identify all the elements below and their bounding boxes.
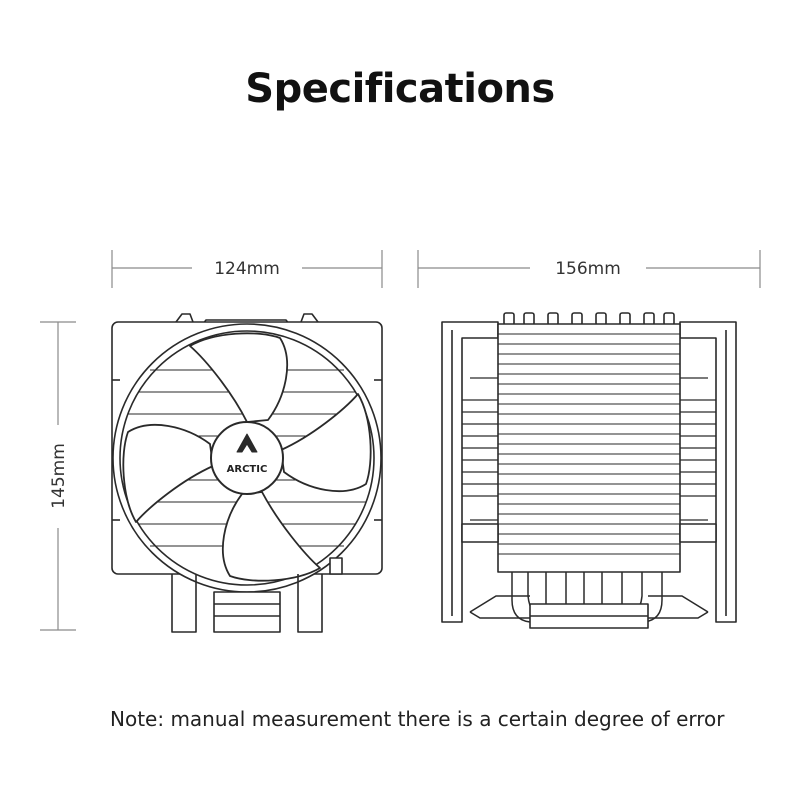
measurement-note: Note: manual measurement there is a cert…	[110, 707, 725, 731]
side-view	[441, 312, 737, 629]
front-width-label: 124mm	[214, 259, 280, 279]
dimension-height	[40, 321, 76, 631]
side-width-label: 156mm	[555, 259, 621, 279]
page-title: Specifications	[245, 66, 555, 112]
front-view	[111, 313, 383, 633]
fan-logo-text: ARCTIC	[227, 464, 268, 475]
dimension-side-width	[417, 250, 761, 288]
dimension-front-width	[111, 250, 383, 288]
height-label: 145mm	[49, 443, 69, 509]
